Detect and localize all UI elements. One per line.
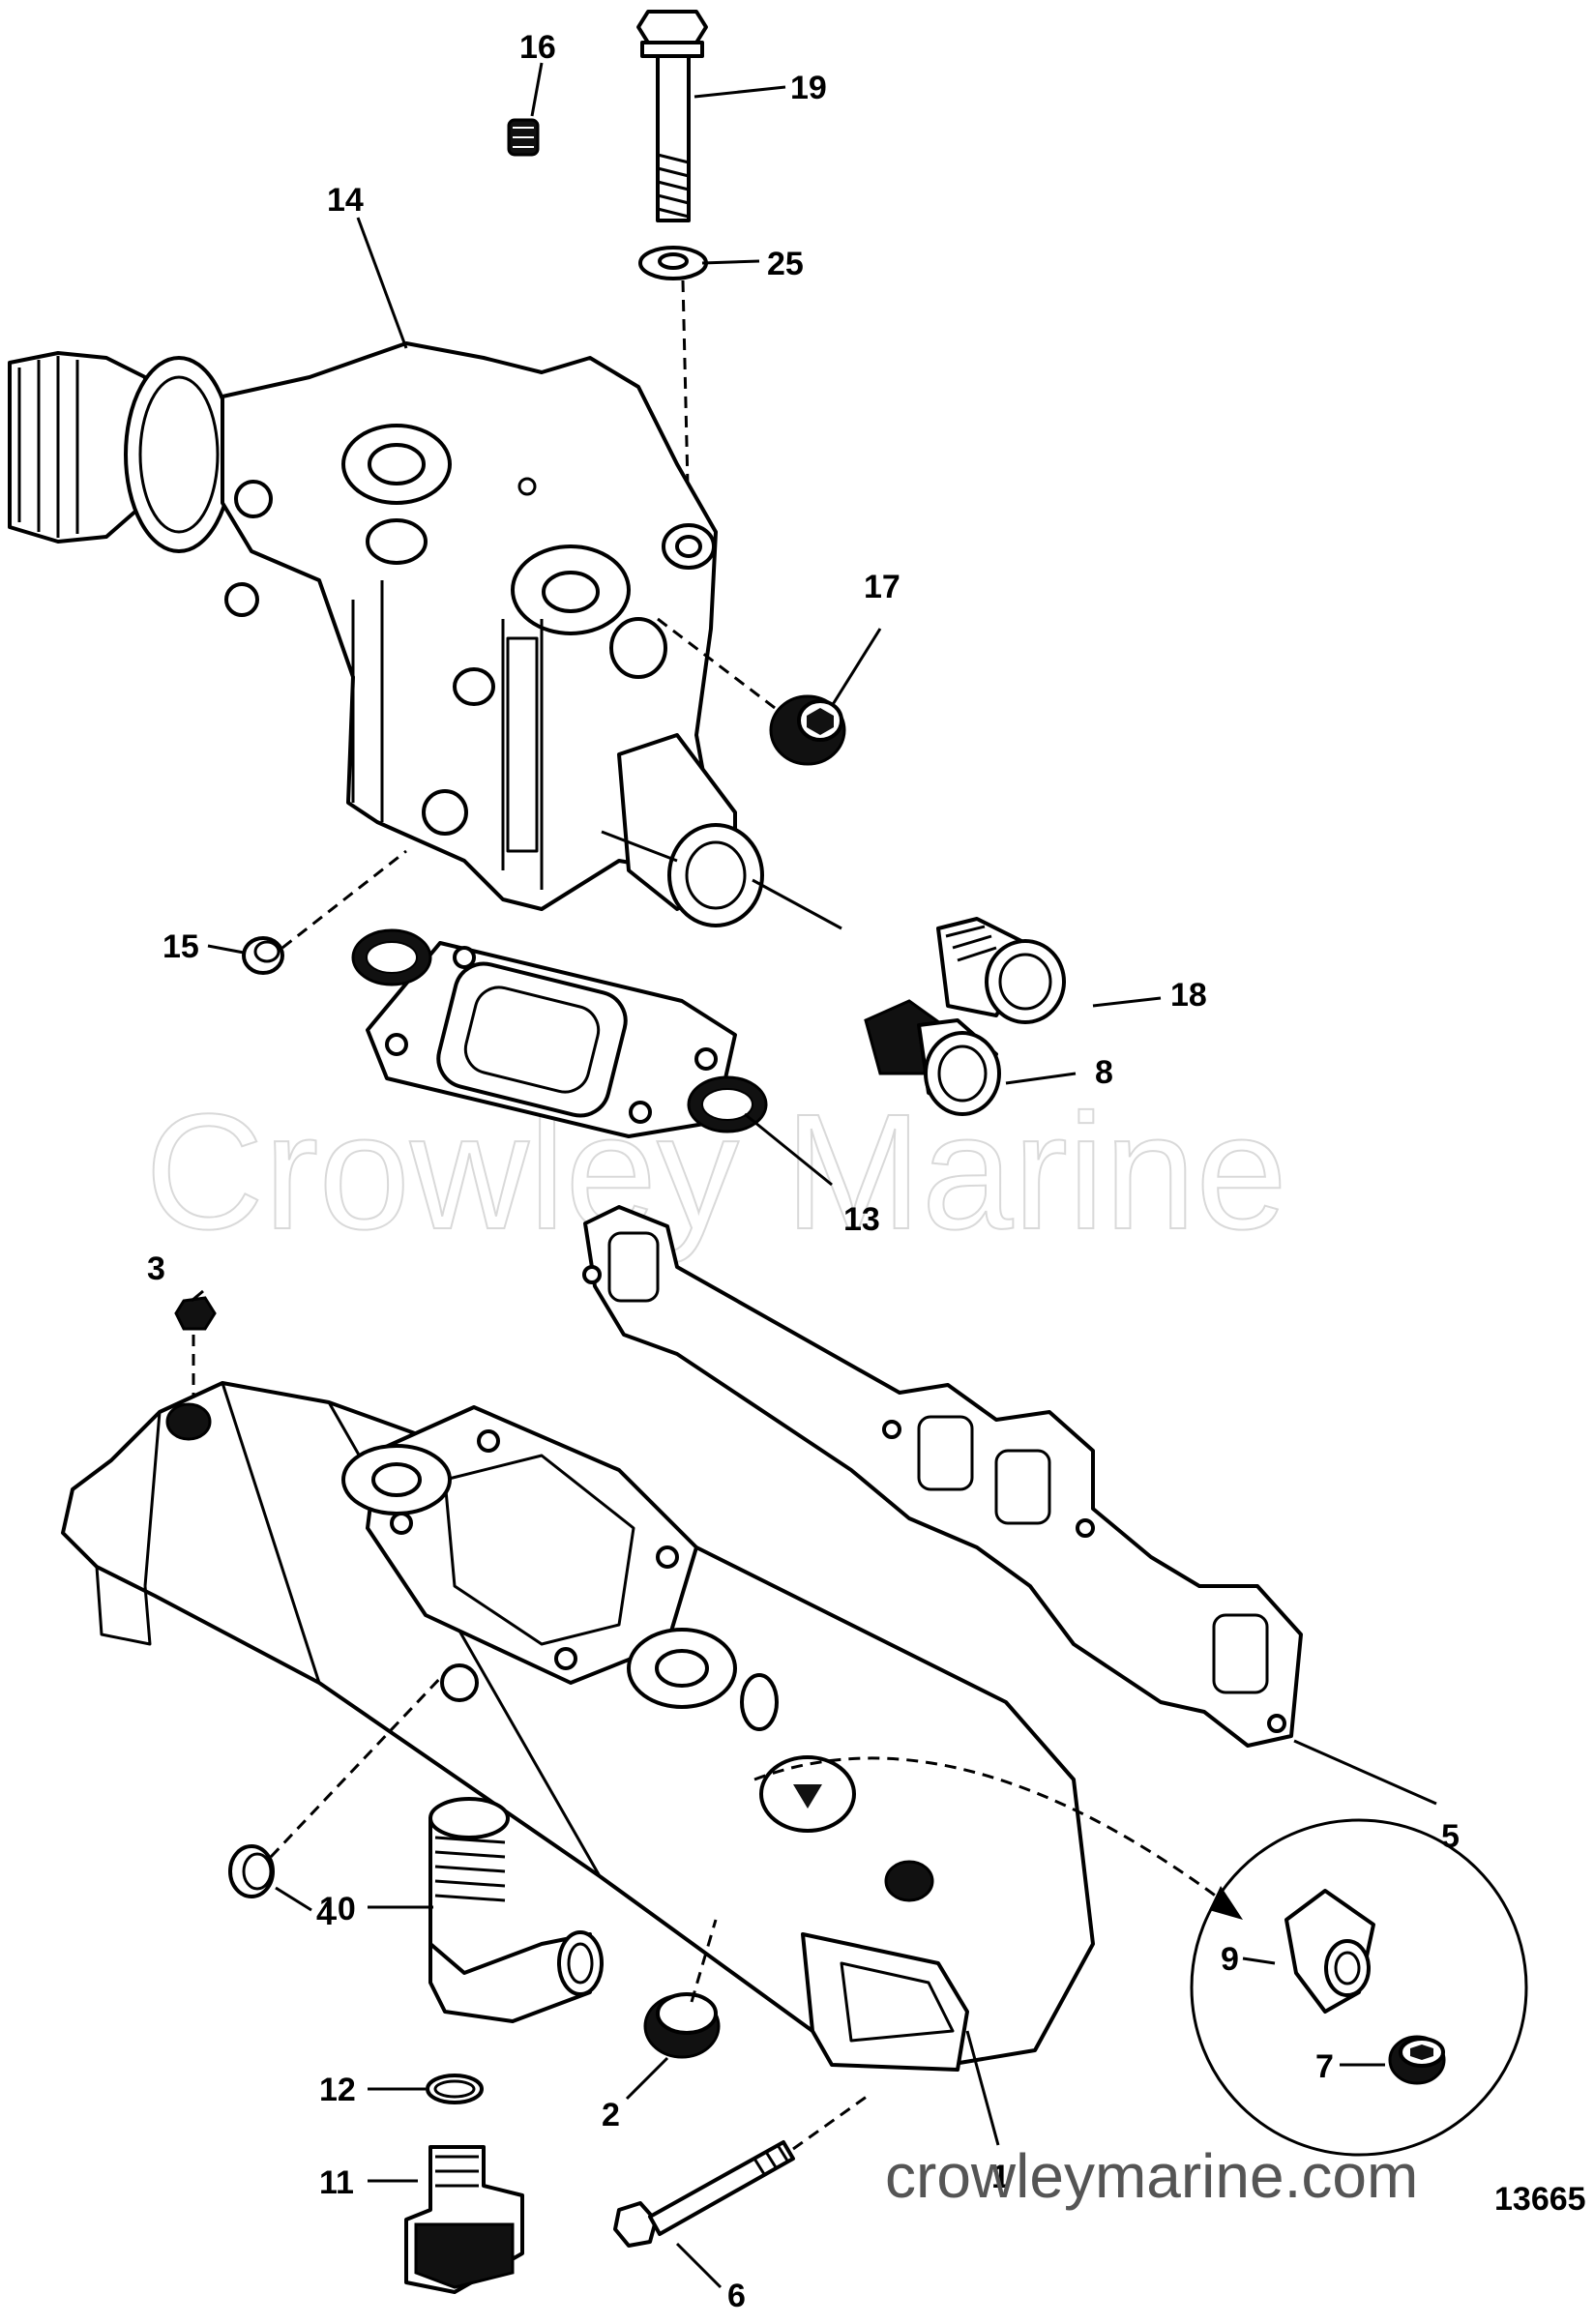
part-13-gasket <box>351 928 768 1138</box>
callout-9: 9 <box>1221 1941 1239 1978</box>
part-17-plug <box>769 694 846 766</box>
callout-15: 15 <box>162 928 199 965</box>
callout-2: 2 <box>602 2097 620 2133</box>
callout-11: 11 <box>319 2164 354 2201</box>
callout-18: 18 <box>1170 977 1207 1014</box>
part-14-exhaust-elbow <box>8 341 764 927</box>
part-25-washer <box>638 246 708 280</box>
part-18-fitting <box>936 917 1066 1024</box>
part-11-drain-plug <box>404 2145 524 2294</box>
callout-10: 10 <box>319 1891 356 1927</box>
callout-5: 5 <box>1441 1818 1460 1855</box>
callout-1: 1 <box>991 2159 1010 2195</box>
part-2-plug <box>643 1992 721 2059</box>
callout-17: 17 <box>864 569 900 605</box>
callout-16: 16 <box>519 29 556 66</box>
callout-13: 13 <box>843 1201 880 1238</box>
callout-3: 3 <box>147 1250 165 1287</box>
part-7-plug <box>1388 2035 1446 2085</box>
callout-12: 12 <box>319 2072 356 2108</box>
part-12-o-ring <box>426 2074 484 2104</box>
callout-4: 4 <box>316 1896 335 1932</box>
part-4-ring <box>228 1844 275 1898</box>
part-6-bolt <box>613 2140 795 2248</box>
figure-number: 13665 <box>1494 2181 1586 2218</box>
callout-19: 19 <box>790 70 827 106</box>
part-9-fitting <box>1284 1889 1375 2014</box>
callout-14: 14 <box>327 182 364 219</box>
callout-6: 6 <box>727 2278 746 2314</box>
callout-7: 7 <box>1315 2048 1334 2085</box>
part-8-fitting <box>864 999 1001 1116</box>
part-10-elbow-fitting <box>428 1797 604 2023</box>
part-1-exhaust-manifold <box>61 1381 1095 2072</box>
part-16-plug <box>507 118 540 157</box>
part-5-gasket <box>582 1205 1303 1748</box>
part-15-plug <box>242 936 284 975</box>
website-url: crowleymarine.com <box>885 2141 1418 2211</box>
callout-25: 25 <box>767 246 804 282</box>
part-3-plug <box>174 1296 217 1331</box>
callout-8: 8 <box>1095 1054 1113 1091</box>
part-19-bolt <box>636 10 708 222</box>
